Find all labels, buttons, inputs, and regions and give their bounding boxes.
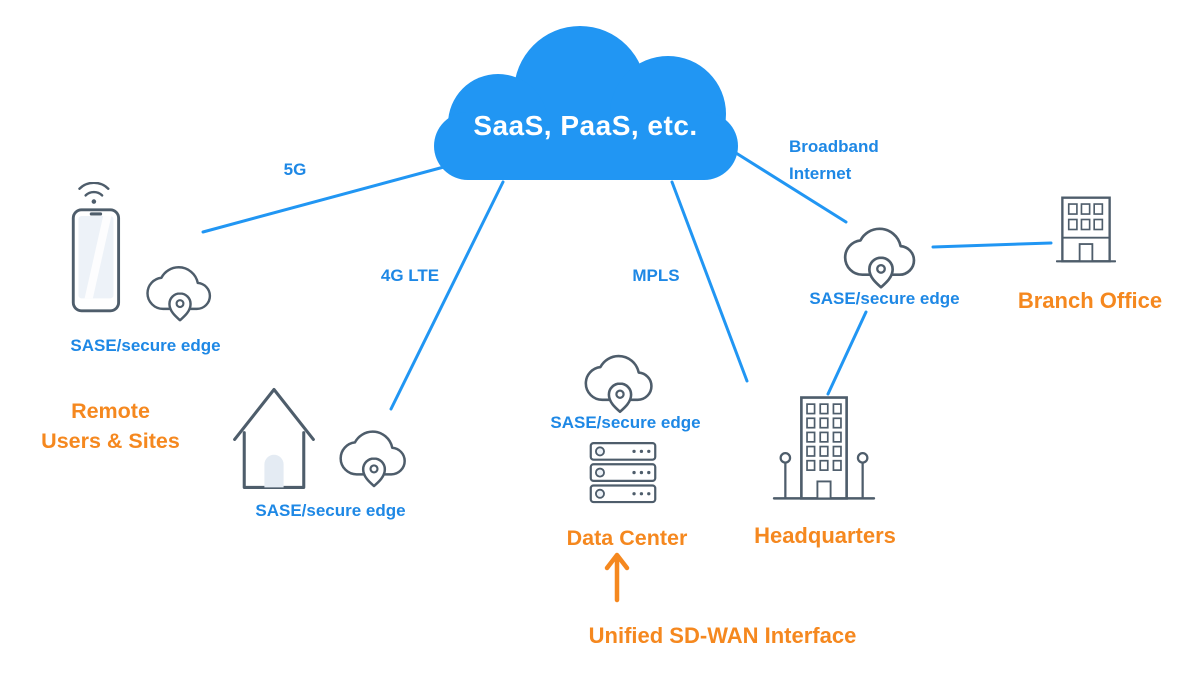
branch-office-title: Branch Office [1017, 288, 1163, 313]
remote-sase-cloud-pin-icon [141, 252, 219, 330]
broadband-label-line1: Broadband [789, 137, 879, 156]
hq-building-icon [772, 390, 876, 505]
link-broadband-line [734, 151, 848, 224]
branch-sase-label: SASE/secure edge [809, 289, 960, 308]
home-sase-label: SASE/secure edge [255, 501, 406, 520]
remote-sase-label: SASE/secure edge [70, 336, 221, 355]
link-4g-lte-label: 4G LTE [380, 266, 440, 285]
branch-sase-cloud-pin-icon [838, 212, 924, 298]
cloud-shape [434, 26, 738, 180]
datacenter-title: Data Center [566, 526, 688, 550]
smartphone-wifi-icon [66, 182, 130, 318]
link-4g-lte-line [389, 180, 505, 411]
server-rack-icon [588, 441, 658, 506]
link-5g-label: 5G [283, 160, 307, 179]
cloud-icon [434, 26, 738, 180]
cloud-title: SaaS, PaaS, etc. [473, 110, 698, 141]
remote-users-title-line1: Remote [71, 399, 150, 423]
datacenter-sase-label: SASE/secure edge [550, 413, 701, 432]
remote-users-title: Remote Users & Sites [8, 396, 213, 456]
remote-users-title-line2: Users & Sites [41, 429, 180, 453]
link-mpls-label: MPLS [632, 266, 680, 285]
link-broadband-label: Broadband Internet [789, 133, 899, 187]
branch-building-icon [1056, 192, 1116, 267]
datacenter-sase-cloud-pin-icon [579, 340, 661, 422]
saas-paas-cloud: SaaS, PaaS, etc. [428, 22, 743, 180]
broadband-label-line2: Internet [789, 164, 852, 183]
home-sase-cloud-pin-icon [334, 416, 414, 496]
up-arrow-icon [604, 551, 630, 603]
headquarters-title: Headquarters [754, 523, 896, 548]
link-sase-to-hq-line [826, 310, 868, 396]
link-sase-to-branch-line [931, 241, 1053, 249]
link-mpls-line [670, 180, 749, 383]
link-5g-line [201, 162, 457, 234]
connection-lines [201, 151, 1053, 411]
house-icon [226, 374, 322, 501]
unified-sdwan-label: Unified SD-WAN Interface [588, 623, 857, 648]
